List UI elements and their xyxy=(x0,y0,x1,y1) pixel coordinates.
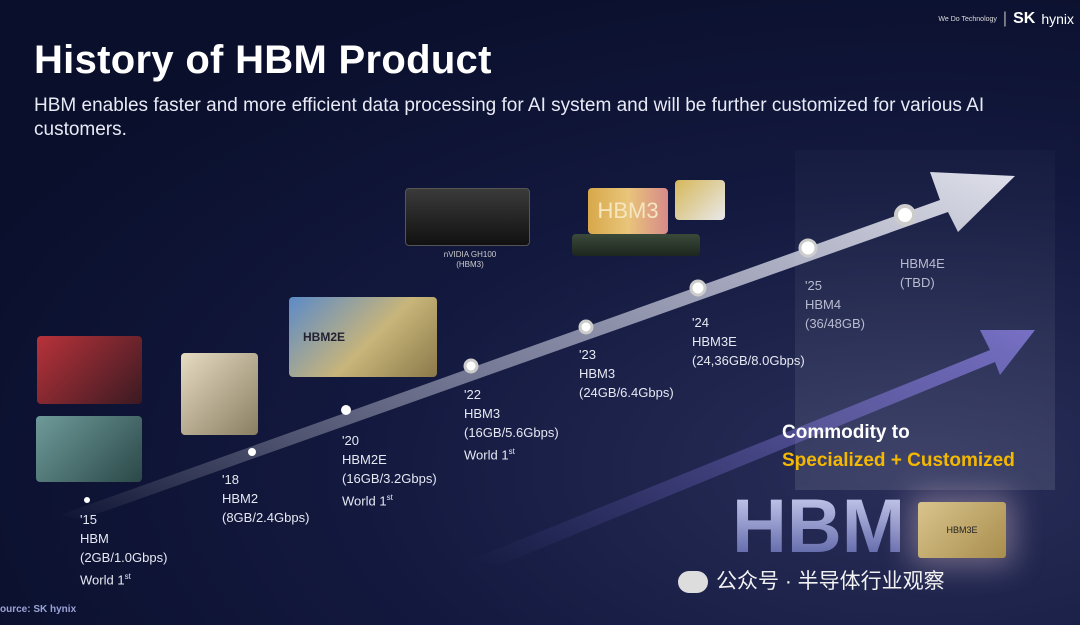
wechat-watermark: 公众号 · 半导体行业观察 xyxy=(678,570,945,594)
hbm3-package-image xyxy=(572,234,700,256)
hbm2e-label: HBM2E xyxy=(303,330,346,344)
hbm-chip-photo xyxy=(36,416,142,482)
commodity-text: Commodity to xyxy=(782,422,910,443)
sk-hynix-logo: We Do Technology | SK hynix xyxy=(938,10,1074,27)
hbm3e-chip-image: HBM3E xyxy=(918,502,1006,558)
hbm3-label: HBM3 xyxy=(597,198,659,223)
dot-2018 xyxy=(248,448,256,456)
dot-2025 xyxy=(798,238,818,258)
source-note: ource: SK hynix xyxy=(0,604,77,615)
hbm3-stack-image: HBM3 xyxy=(588,188,668,234)
dot-2020 xyxy=(341,405,351,415)
dot-2015 xyxy=(84,497,90,503)
hbm-person-photo xyxy=(37,336,142,404)
dot-2022 xyxy=(463,358,479,374)
page-title: History of HBM Product xyxy=(34,38,492,82)
timeline-dots xyxy=(84,204,916,503)
wechat-icon xyxy=(678,571,708,593)
dot-hbm4e xyxy=(894,204,916,226)
hbm-big-text: HBM xyxy=(732,494,912,560)
page-subtitle: HBM enables faster and more efficient da… xyxy=(34,95,985,140)
gh100-caption: nVIDIA GH100(HBM3) xyxy=(443,250,497,269)
main-arrow xyxy=(60,172,1015,520)
dot-2023 xyxy=(578,319,594,335)
dot-2024 xyxy=(689,279,707,297)
gh100-photo xyxy=(405,188,530,246)
hbm2-chip-photo xyxy=(181,353,258,435)
specialized-text: Specialized + Customized xyxy=(782,450,1015,471)
hbm2e-chip-photo: HBM2E xyxy=(289,297,437,377)
milestone-hbm4e: HBM4E(TBD) xyxy=(900,256,945,290)
secondary-arrow xyxy=(470,330,1035,565)
small-chip-icons xyxy=(675,180,725,220)
